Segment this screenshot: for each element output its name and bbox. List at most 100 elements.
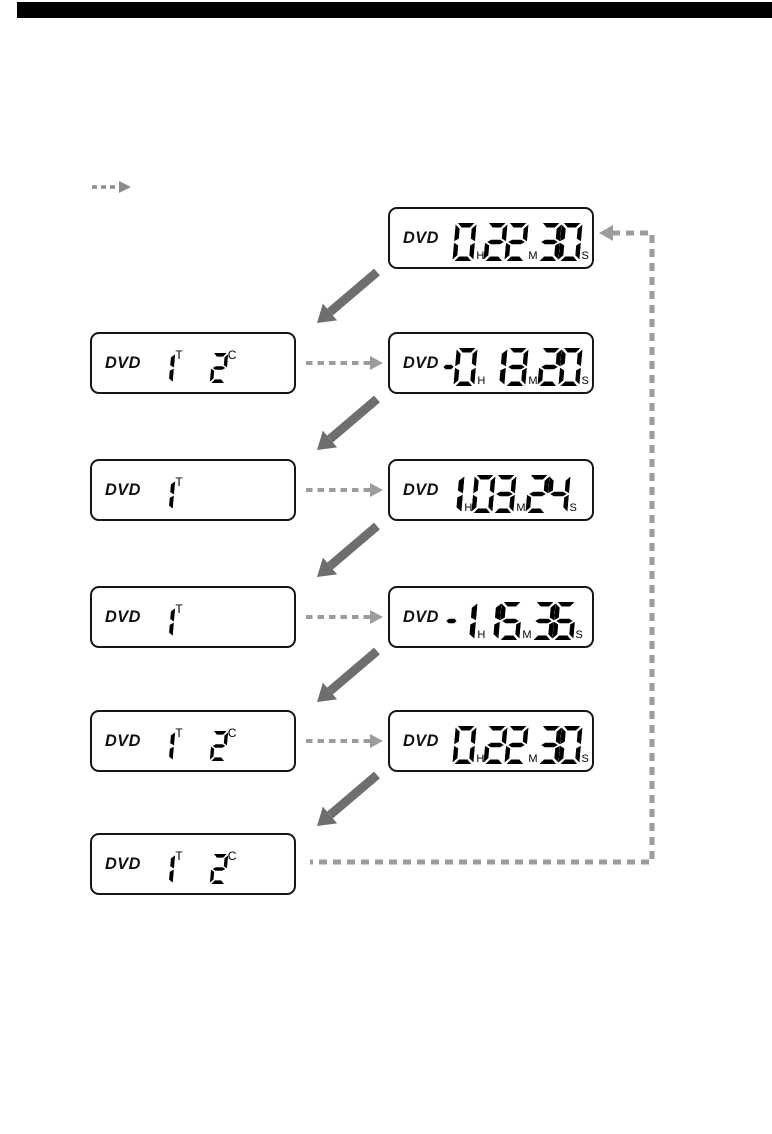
seven-segment-char [443, 364, 455, 369]
seven-segment-digits [537, 725, 583, 764]
display-token: T [167, 603, 183, 637]
display-brand-label: DVD [403, 607, 439, 626]
seven-segment-digits [467, 602, 478, 640]
seven-segment-char [558, 347, 583, 386]
seven-segment-digits [167, 607, 176, 637]
unit-label: T [175, 848, 183, 863]
seven-segment-digits [167, 854, 176, 884]
seven-segment-char [537, 347, 562, 386]
seven-segment-digits [483, 725, 529, 764]
seven-segment-digits [167, 353, 176, 383]
seven-segment-digits [444, 602, 460, 640]
display-token: C [209, 727, 238, 761]
display-token: T [167, 349, 183, 383]
display-box-time-elapsed-chapter: DVD H M S [388, 710, 594, 772]
display-token: M [491, 601, 532, 641]
unit-label: S [575, 628, 583, 641]
seven-segment-digits [471, 474, 517, 513]
seven-segment-char [558, 222, 583, 261]
display-readout: T [142, 603, 183, 637]
display-token: H [452, 222, 485, 261]
seven-segment-char [552, 601, 575, 640]
display-token: H [452, 725, 485, 764]
seven-segment-digits [491, 601, 523, 640]
unit-label: C [227, 347, 237, 362]
unit-label: H [477, 374, 486, 387]
unit-label: S [581, 752, 589, 765]
seven-segment-digits [209, 730, 228, 761]
seven-segment-char [169, 480, 176, 509]
seven-segment-char [504, 725, 529, 764]
seven-segment-char [539, 222, 562, 261]
display-token: T [167, 476, 183, 510]
seven-segment-char [494, 474, 517, 513]
advance-arrow-2 [317, 399, 377, 450]
seven-segment-char [169, 731, 176, 760]
display-brand-label: DVD [403, 353, 439, 372]
seven-segment-char [469, 603, 478, 638]
seven-segment-char [504, 222, 529, 261]
display-token: H [455, 475, 473, 513]
seven-segment-char [209, 730, 228, 761]
seven-segment-digits [497, 347, 529, 386]
minus-sign [442, 348, 455, 386]
display-token: S [533, 601, 584, 641]
display-token: M [497, 347, 538, 386]
seven-segment-char [209, 352, 228, 383]
display-brand-label: DVD [105, 854, 141, 873]
seven-segment-char [169, 854, 176, 883]
seven-segment-digits [454, 475, 465, 513]
display-token: T [168, 727, 183, 761]
seven-segment-char [453, 347, 478, 386]
unit-label: T [175, 725, 183, 740]
display-brand-label: DVD [403, 731, 439, 750]
seven-segment-char [452, 725, 477, 764]
display-brand-label: DVD [105, 731, 141, 750]
advance-arrow-5 [317, 775, 377, 826]
seven-segment-digits [209, 853, 228, 884]
unit-label: C [227, 725, 237, 740]
seven-segment-char [446, 618, 458, 623]
seven-segment-char [456, 476, 465, 511]
seven-segment-char [547, 476, 571, 511]
seven-segment-char [483, 222, 508, 261]
display-token: S [537, 725, 590, 765]
unit-label: T [175, 474, 183, 489]
seven-segment-char [525, 474, 550, 513]
display-token: S [525, 474, 578, 513]
unit-label: S [581, 249, 589, 262]
unit-label: M [522, 628, 532, 641]
state-link-arrow-row2 [304, 354, 385, 372]
advance-arrow-4 [317, 651, 377, 702]
minus-sign [445, 602, 458, 640]
seven-segment-char [169, 607, 176, 636]
seven-segment-char [493, 603, 502, 638]
seven-segment-digits [537, 222, 583, 261]
seven-segment-char [539, 725, 562, 764]
seven-segment-digits [537, 347, 583, 386]
unit-label: H [477, 628, 486, 641]
seven-segment-digits [167, 480, 176, 510]
state-link-arrow-row5 [304, 732, 385, 750]
seven-segment-digits [453, 347, 478, 386]
seven-segment-digits [441, 348, 457, 386]
display-token: T [167, 850, 183, 884]
seven-segment-char [500, 601, 522, 640]
display-box-time-remaining-disc: DVD H M S [388, 586, 594, 648]
unit-label: M [528, 752, 538, 765]
unit-label: S [581, 374, 589, 387]
unit-label: M [528, 249, 538, 262]
